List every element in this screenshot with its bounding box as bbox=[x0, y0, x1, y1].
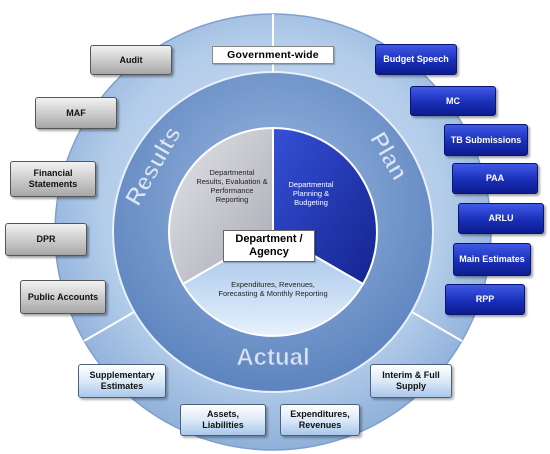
results-segment-text: Departmental Results, Evaluation & Perfo… bbox=[196, 168, 268, 204]
tb-submissions-box: TB Submissions bbox=[444, 124, 528, 156]
actual-ring-label: Actual bbox=[236, 344, 309, 371]
budget-speech-box: Budget Speech bbox=[375, 44, 457, 75]
divider-left bbox=[83, 311, 135, 342]
department-agency-label: Department / Agency bbox=[223, 230, 315, 262]
government-wide-label: Government-wide bbox=[212, 46, 334, 64]
interim-full-supply-box: Interim & Full Supply bbox=[370, 364, 452, 398]
divider-right bbox=[411, 311, 463, 342]
arlu-box: ARLU bbox=[458, 203, 544, 234]
expenditures-revenues-box: Expenditures, Revenues bbox=[280, 404, 360, 436]
actual-segment bbox=[181, 230, 365, 337]
paa-box: PAA bbox=[452, 163, 538, 194]
audit-box: Audit bbox=[90, 45, 172, 75]
mc-box: MC bbox=[410, 86, 496, 116]
rpp-box: RPP bbox=[445, 284, 525, 315]
maf-box: MAF bbox=[35, 97, 117, 129]
assets-liabilities-box: Assets, Liabilities bbox=[180, 404, 266, 436]
public-accounts-box: Public Accounts bbox=[20, 280, 106, 314]
supplementary-estimates-box: Supplementary Estimates bbox=[78, 364, 166, 398]
plan-segment-text: Departmental Planning & Budgeting bbox=[288, 180, 334, 207]
financial-statements-box: Financial Statements bbox=[10, 161, 96, 197]
main-estimates-box: Main Estimates bbox=[453, 243, 531, 276]
actual-segment-text: Expenditures, Revenues, Forecasting & Mo… bbox=[218, 280, 328, 298]
dpr-box: DPR bbox=[5, 223, 87, 256]
